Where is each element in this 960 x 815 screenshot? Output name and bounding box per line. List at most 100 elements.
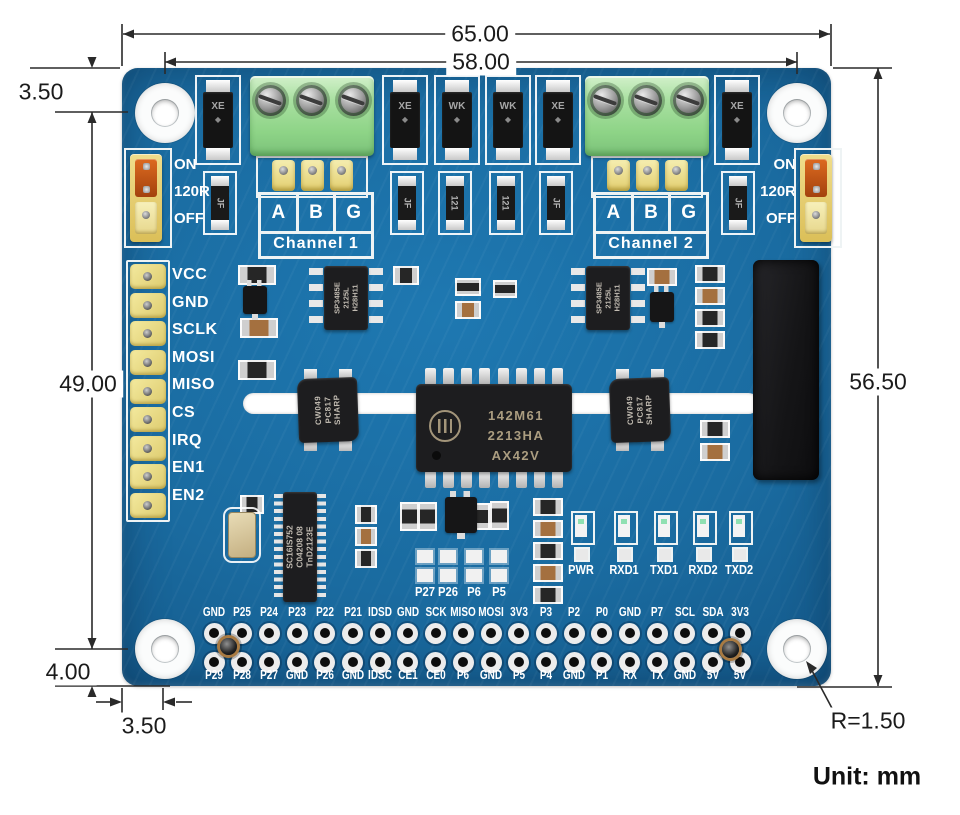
terminal-screw <box>672 85 704 116</box>
terminal-screw <box>337 85 369 116</box>
gpio-label-top: P22 <box>315 605 334 619</box>
terminal-pin <box>665 160 688 191</box>
terminal-pin-label: B <box>299 195 337 231</box>
gpio-label-bottom: P6 <box>457 668 470 682</box>
pad <box>497 176 515 186</box>
status-led: PWR <box>568 511 597 581</box>
mounting-hole-bottom-right <box>767 619 827 679</box>
gpio-hole <box>286 622 308 644</box>
fuse-body: JF <box>547 186 565 220</box>
solder-jumper: P26 <box>437 550 459 602</box>
terminal-screw <box>255 85 287 116</box>
gpio-hole <box>231 651 253 673</box>
dim-bottom-left-margin: 3.50 <box>115 712 173 740</box>
led-chip <box>658 515 670 537</box>
gpio-hole <box>563 622 585 644</box>
pad <box>393 148 417 160</box>
dim-board-width: 65.00 <box>445 20 515 48</box>
gpio-label-bottom: P28 <box>232 668 251 682</box>
status-led: TXD2 <box>725 511 755 581</box>
smd-passive <box>695 309 725 327</box>
smd-passive <box>533 498 563 516</box>
channel-2-name: Channel 2 <box>593 231 709 259</box>
pogo-pin-right <box>722 641 739 658</box>
fuse-body: 121 <box>497 186 515 220</box>
diode-label: XE <box>730 101 744 112</box>
gpio-hole <box>258 622 280 644</box>
gpio-hole <box>508 622 530 644</box>
dim-bottom-margin: 4.00 <box>39 658 97 686</box>
chip-logo-icon <box>429 410 461 442</box>
terminal-pin-silk <box>256 156 368 198</box>
gpio-hole <box>203 651 225 673</box>
pad <box>496 148 520 160</box>
led-label: TXD2 <box>724 563 754 577</box>
fuse-label: 121 <box>501 195 511 211</box>
diode-label: WK <box>448 101 466 112</box>
gpio-hole <box>563 651 585 673</box>
led-label: PWR <box>568 563 594 577</box>
gpio-label-bottom: P27 <box>260 668 279 682</box>
led-chip <box>575 515 587 537</box>
fuse-part: JF <box>721 171 755 235</box>
pad <box>725 148 749 160</box>
led-outline <box>693 511 717 545</box>
mounting-hole-top-right <box>767 83 827 143</box>
smd-passive <box>355 527 377 546</box>
terminal-screws <box>250 85 374 116</box>
fuse-label: JF <box>550 197 561 209</box>
smd-passive <box>355 505 377 524</box>
fuse-part: JF <box>203 171 237 235</box>
terminal-screw <box>590 85 622 116</box>
jumper-label: 120R <box>760 183 796 200</box>
gpio-hole <box>231 622 253 644</box>
diode-label: XE <box>211 101 225 112</box>
gpio-label-top: P2 <box>567 605 581 619</box>
fuse-body: JF <box>398 186 416 220</box>
fuse-part: JF <box>539 171 573 235</box>
spi-pin <box>130 378 166 404</box>
gpio-label-top: MISO <box>450 605 477 619</box>
gpio-hole <box>702 651 724 673</box>
gpio-hole <box>425 651 447 673</box>
smd-passive <box>700 443 730 461</box>
terminal-pin-label: B <box>634 195 672 231</box>
gpio-hole <box>286 651 308 673</box>
led-resistor <box>732 547 748 562</box>
pad <box>496 80 520 92</box>
gpio-label-top: 3V3 <box>509 605 528 619</box>
diode-label: XE <box>398 101 412 112</box>
gpio-hole <box>619 622 640 644</box>
pad <box>547 220 565 230</box>
gpio-hole <box>674 651 696 673</box>
spi-pin-label: MISO <box>172 376 215 394</box>
pad <box>446 220 464 230</box>
spi-pin-label: EN2 <box>172 486 205 504</box>
dim-top-margin: 3.50 <box>12 78 70 106</box>
gpio-hole <box>314 651 336 673</box>
tvs-diode: WK <box>434 75 480 165</box>
status-led: RXD1 <box>609 511 640 581</box>
gpio-hole <box>480 622 502 644</box>
jumper-cap <box>805 159 827 197</box>
diode-label: WK <box>499 101 517 112</box>
jumper-pin <box>135 202 157 234</box>
smd-passive <box>533 586 563 604</box>
gpio-hole <box>674 622 696 644</box>
tvs-diode: XE <box>535 75 581 165</box>
gpio-hole <box>508 651 530 673</box>
channel-1-name: Channel 1 <box>258 231 374 259</box>
gpio-hole <box>729 622 751 644</box>
spi-pin <box>130 321 166 347</box>
gpio-label-top: P24 <box>260 605 279 619</box>
jumper-label: OFF <box>766 210 796 227</box>
gpio-label-top: P21 <box>343 605 362 619</box>
sot23-transistor <box>650 286 674 328</box>
edge-connector <box>753 260 819 480</box>
dim-left-height: 49.00 <box>53 370 123 398</box>
jumper-pad <box>440 569 456 582</box>
